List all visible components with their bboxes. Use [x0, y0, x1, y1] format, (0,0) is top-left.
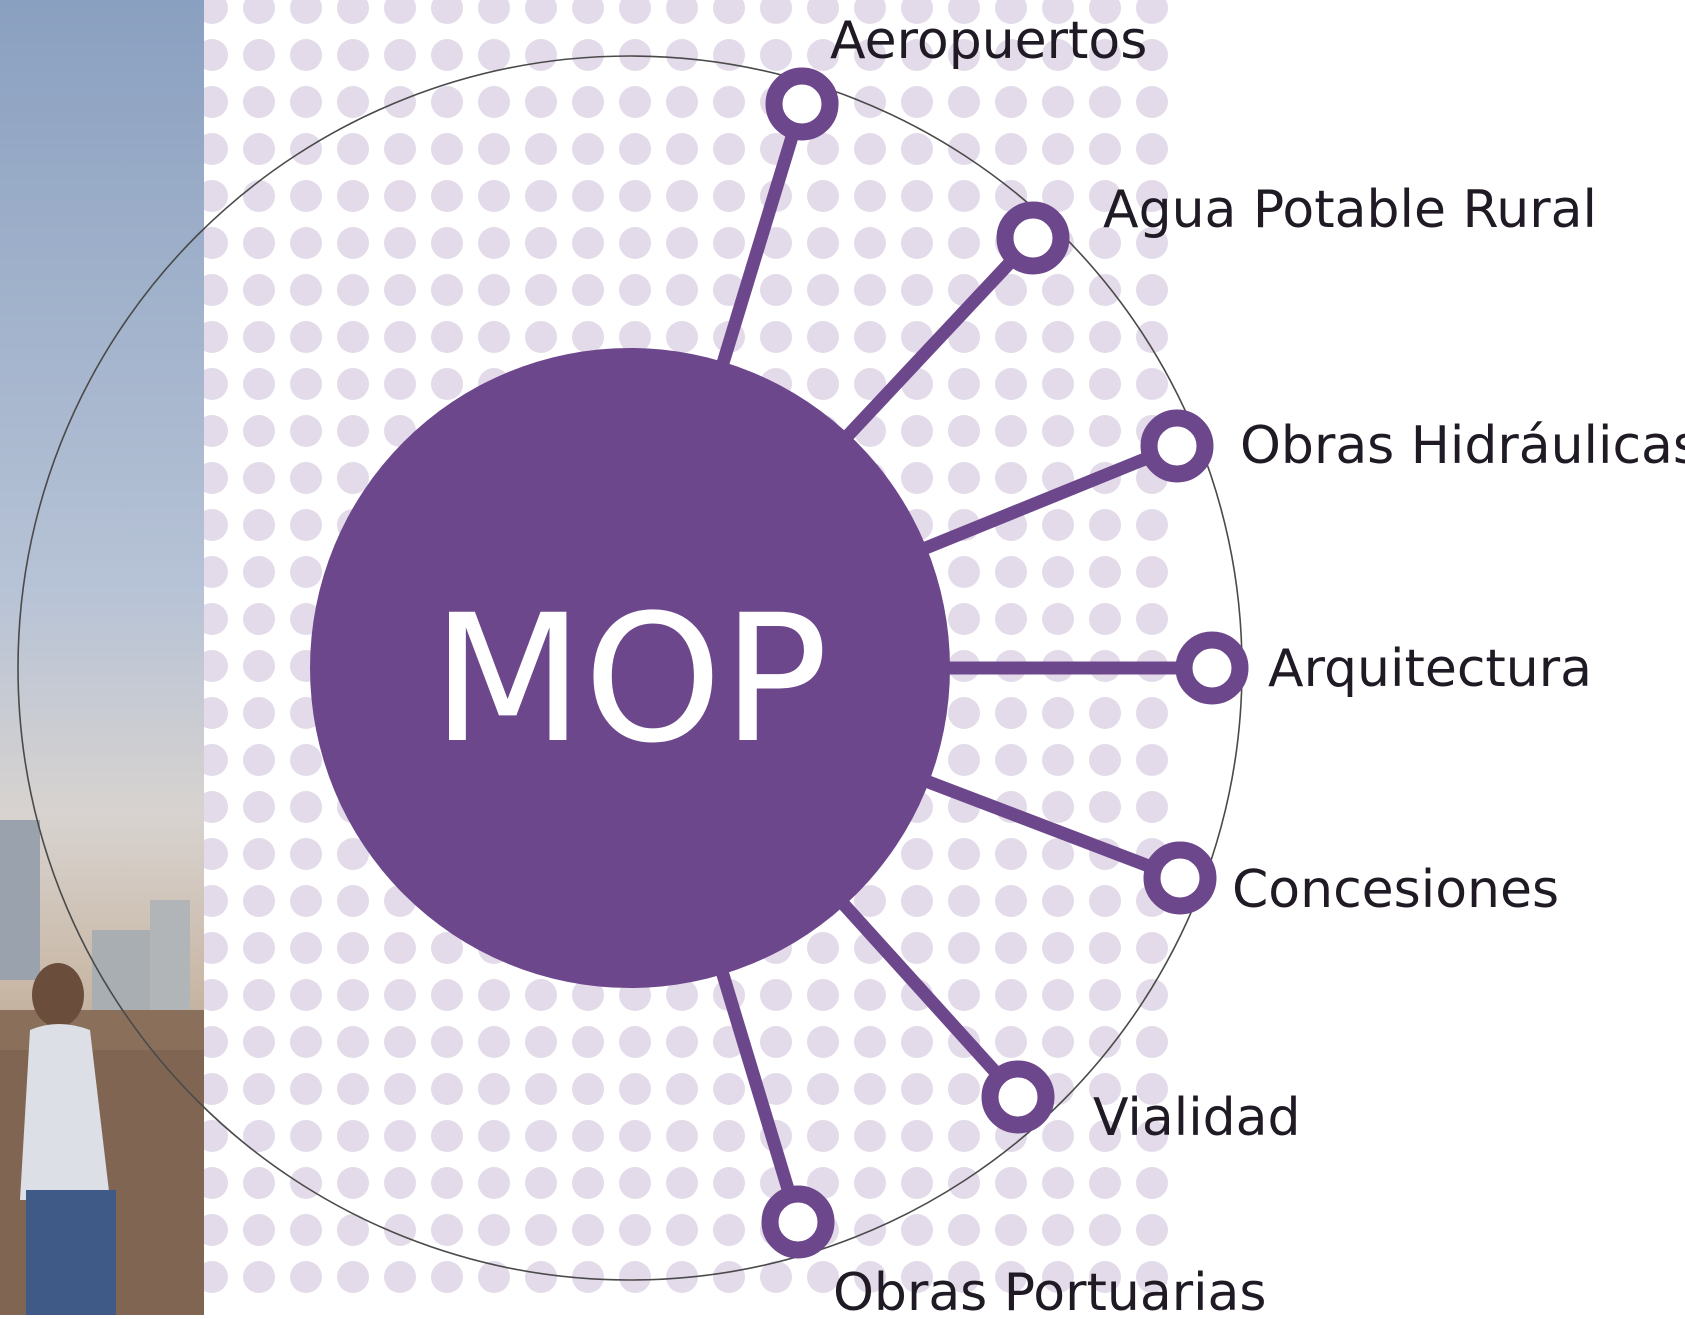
hub-circle — [310, 348, 950, 988]
node-label-arquitectura: Arquitectura — [1268, 639, 1592, 699]
node-label-obras-portuarias: Obras Portuarias — [833, 1263, 1267, 1315]
node-vialidad — [981, 1060, 1055, 1134]
node-aeropuertos — [765, 67, 839, 141]
node-arquitectura — [1175, 631, 1249, 705]
person-silhouette — [20, 963, 116, 1315]
node-obras-portuarias — [761, 1185, 835, 1259]
hub-label: MOP — [432, 577, 829, 782]
node-label-aeropuertos: Aeropuertos — [830, 11, 1147, 71]
node-agua-potable-rural — [996, 201, 1070, 275]
node-label-agua-potable-rural: Agua Potable Rural — [1103, 180, 1597, 240]
node-label-obras-hidraulicas: Obras Hidráulicas — [1240, 416, 1685, 476]
node-label-vialidad: Vialidad — [1093, 1088, 1301, 1148]
node-obras-hidraulicas — [1140, 409, 1214, 483]
node-concesiones — [1143, 841, 1217, 915]
background-photo — [0, 0, 204, 1315]
node-label-concesiones: Concesiones — [1232, 860, 1559, 920]
